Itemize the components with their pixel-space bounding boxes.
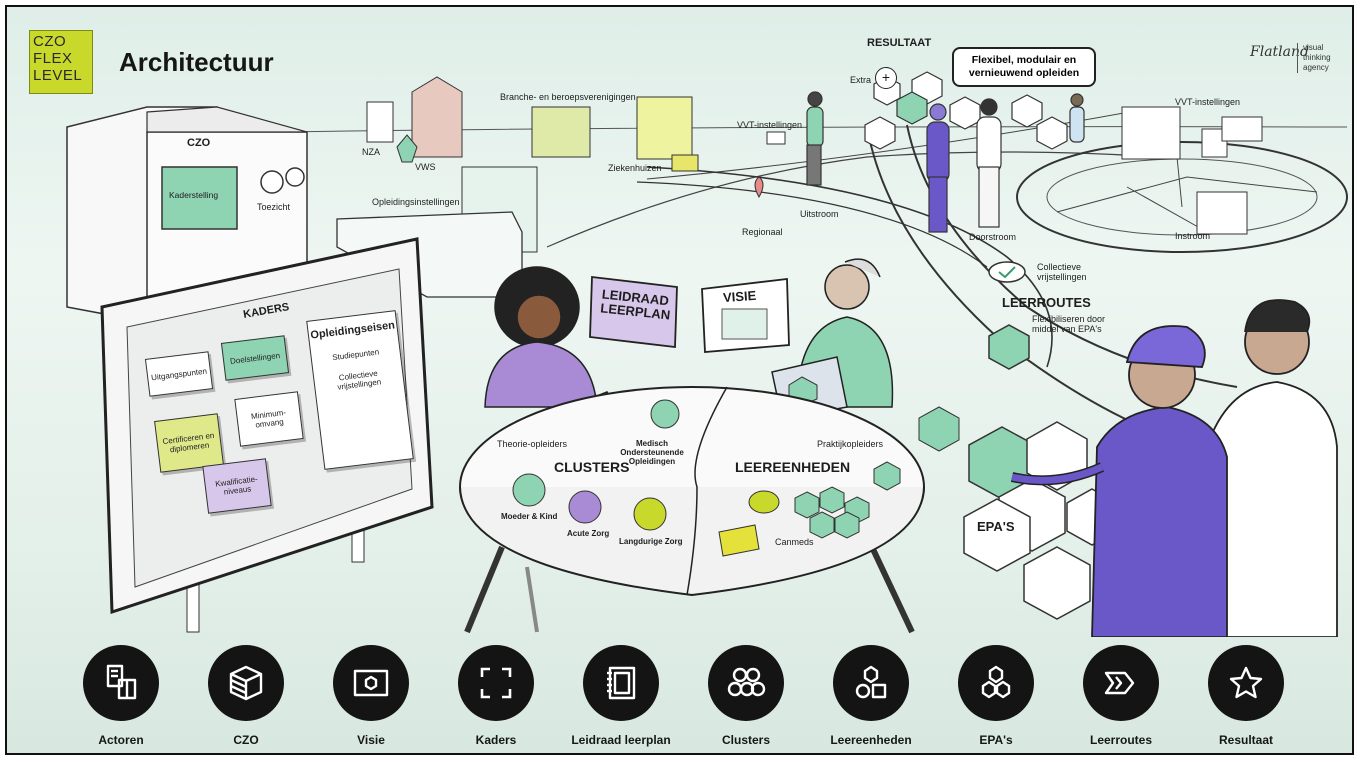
- cube-icon: [229, 665, 263, 701]
- note-doelstellingen: Doelstellingen: [220, 335, 290, 381]
- nav-label-kaders: Kaders: [475, 733, 517, 747]
- eisen-studiepunten: Studiepunten: [331, 347, 380, 363]
- actor-branche: Branche- en beroepsverenigingen: [500, 92, 636, 102]
- nav-button-actoren[interactable]: [83, 645, 159, 721]
- table: [459, 386, 960, 634]
- extra-label: Extra: [850, 75, 872, 85]
- logo-line-flex: FLEX: [33, 50, 73, 67]
- architecture-illustration: [66, 71, 1348, 637]
- resultaat-speech-bubble: Flexibel, modulair en vernieuwend opleid…: [952, 47, 1096, 87]
- nav-button-czo[interactable]: [208, 645, 284, 721]
- actor-vvt-left: VVT-instellingen: [737, 120, 803, 130]
- logo-line-level: LEVEL: [33, 67, 83, 84]
- nav-item-leereenheden[interactable]: Leereenheden: [811, 645, 931, 747]
- nav-button-resultaat[interactable]: [1208, 645, 1284, 721]
- leereenheden-title: LEEREENHEDEN: [735, 459, 851, 475]
- nav-item-leidraad-leerplan[interactable]: Leidraad leerplan: [561, 645, 681, 747]
- shapes-icon: [855, 665, 887, 699]
- nav-button-epas[interactable]: [958, 645, 1034, 721]
- bottom-navigation: Actoren CZO Visie Kaders Leidraad leerpl…: [7, 637, 1352, 753]
- nav-item-kaders[interactable]: Kaders: [436, 645, 556, 747]
- notebook-icon: [607, 666, 636, 700]
- czo-flex-level-logo: CZO FLEX LEVEL: [29, 30, 93, 94]
- nav-item-epas[interactable]: EPA's: [936, 645, 1056, 747]
- nav-button-kaders[interactable]: [458, 645, 534, 721]
- note-minimum-omvang: Minimum-omvang: [234, 391, 304, 447]
- actor-opleidingsinstellingen: Opleidingsinstellingen: [372, 197, 460, 207]
- nav-item-czo[interactable]: CZO: [186, 645, 306, 747]
- leerroutes-title: LEERROUTES: [1002, 295, 1091, 310]
- nav-item-leerroutes[interactable]: Leerroutes: [1061, 645, 1181, 747]
- nav-label-czo: CZO: [233, 733, 259, 747]
- cluster-langdurige-zorg: Langdurige Zorg: [619, 537, 683, 546]
- label-canmeds: Canmeds: [775, 537, 814, 547]
- czo-building-label: CZO: [187, 137, 211, 149]
- agency-logo: Flatland: [1250, 44, 1309, 60]
- chevrons-icon: [1104, 671, 1135, 695]
- nav-label-leereenheden: Leereenheden: [830, 733, 912, 747]
- label-medisch-ondersteunende: Medisch Ondersteunende Opleidingen: [620, 439, 684, 466]
- circles-cluster-icon: [727, 667, 766, 697]
- corners-frame-icon: [480, 667, 512, 699]
- building-blocks-icon: [106, 664, 137, 700]
- flow-instroom: Instroom: [1175, 231, 1211, 241]
- star-icon: [1229, 666, 1263, 699]
- nav-item-clusters[interactable]: Clusters: [686, 645, 806, 747]
- cluster-acute-zorg: Acute Zorg: [567, 529, 610, 538]
- hexagons-icon: [981, 665, 1011, 699]
- nav-button-leereenheden[interactable]: [833, 645, 909, 721]
- note-uitgangspunten: Uitgangspunten: [144, 351, 214, 397]
- eisen-collectieve: Collectieve vrijstellingen: [336, 368, 382, 392]
- flexibiliseren-label: Flexibiliseren door middel van EPA's: [1032, 314, 1106, 334]
- note-kwalificatie: Kwalificatie-niveaus: [202, 458, 272, 514]
- nav-item-visie[interactable]: Visie: [311, 645, 431, 747]
- nav-label-clusters: Clusters: [721, 733, 771, 747]
- page-title: Architectuur: [119, 47, 274, 77]
- plus-icon: +: [875, 67, 897, 89]
- resultaat-title: RESULTAAT: [867, 37, 932, 49]
- collectieve-vrijstellingen-label: Collectieve vrijstellingen: [1037, 262, 1087, 282]
- nav-label-resultaat: Resultaat: [1218, 733, 1274, 747]
- logo-line-czo: CZO: [33, 33, 67, 50]
- label-praktijkopleiders: Praktijkopleiders: [817, 439, 884, 449]
- opleidingseisen-card: Opleidingseisen Studiepunten Collectieve…: [306, 310, 414, 470]
- epas-label: EPA'S: [977, 519, 1015, 534]
- actor-vws: VWS: [415, 162, 436, 172]
- toezicht-label: Toezicht: [257, 202, 291, 212]
- nav-button-leerroutes[interactable]: [1083, 645, 1159, 721]
- infographic-frame: CZO FLEX LEVEL Architectuur Flatland vis…: [5, 5, 1354, 755]
- agency-tagline: visual thinking agency: [1297, 43, 1331, 73]
- actor-vvt-right: VVT-instellingen: [1175, 97, 1241, 107]
- actor-ziekenhuizen: Ziekenhuizen: [608, 163, 662, 173]
- label-theorie-opleiders: Theorie-opleiders: [497, 439, 568, 449]
- nav-button-visie[interactable]: [333, 645, 409, 721]
- actor-nza: NZA: [362, 147, 380, 157]
- cluster-moeder-kind: Moeder & Kind: [501, 512, 558, 521]
- opleidingseisen-title: Opleidingseisen: [309, 319, 396, 342]
- nav-label-epas: EPA's: [979, 733, 1013, 747]
- flow-doorstroom: Doorstroom: [969, 232, 1017, 242]
- kaderstelling-label: Kaderstelling: [169, 190, 219, 200]
- clusters-title: CLUSTERS: [554, 459, 630, 475]
- frame-hexagon-icon: [353, 669, 389, 697]
- nav-button-clusters[interactable]: [708, 645, 784, 721]
- nav-label-leidraad-leerplan: Leidraad leerplan: [571, 733, 671, 747]
- visie-book-title: VISIE: [722, 287, 757, 306]
- flow-regionaal: Regionaal: [742, 227, 783, 237]
- flow-uitstroom: Uitstroom: [800, 209, 839, 219]
- nav-label-actoren: Actoren: [98, 733, 144, 747]
- nav-label-leerroutes: Leerroutes: [1089, 733, 1153, 747]
- nav-label-visie: Visie: [357, 733, 385, 747]
- nav-item-actoren[interactable]: Actoren: [61, 645, 181, 747]
- nav-item-resultaat[interactable]: Resultaat: [1186, 645, 1306, 747]
- nav-button-leidraad-leerplan[interactable]: [583, 645, 659, 721]
